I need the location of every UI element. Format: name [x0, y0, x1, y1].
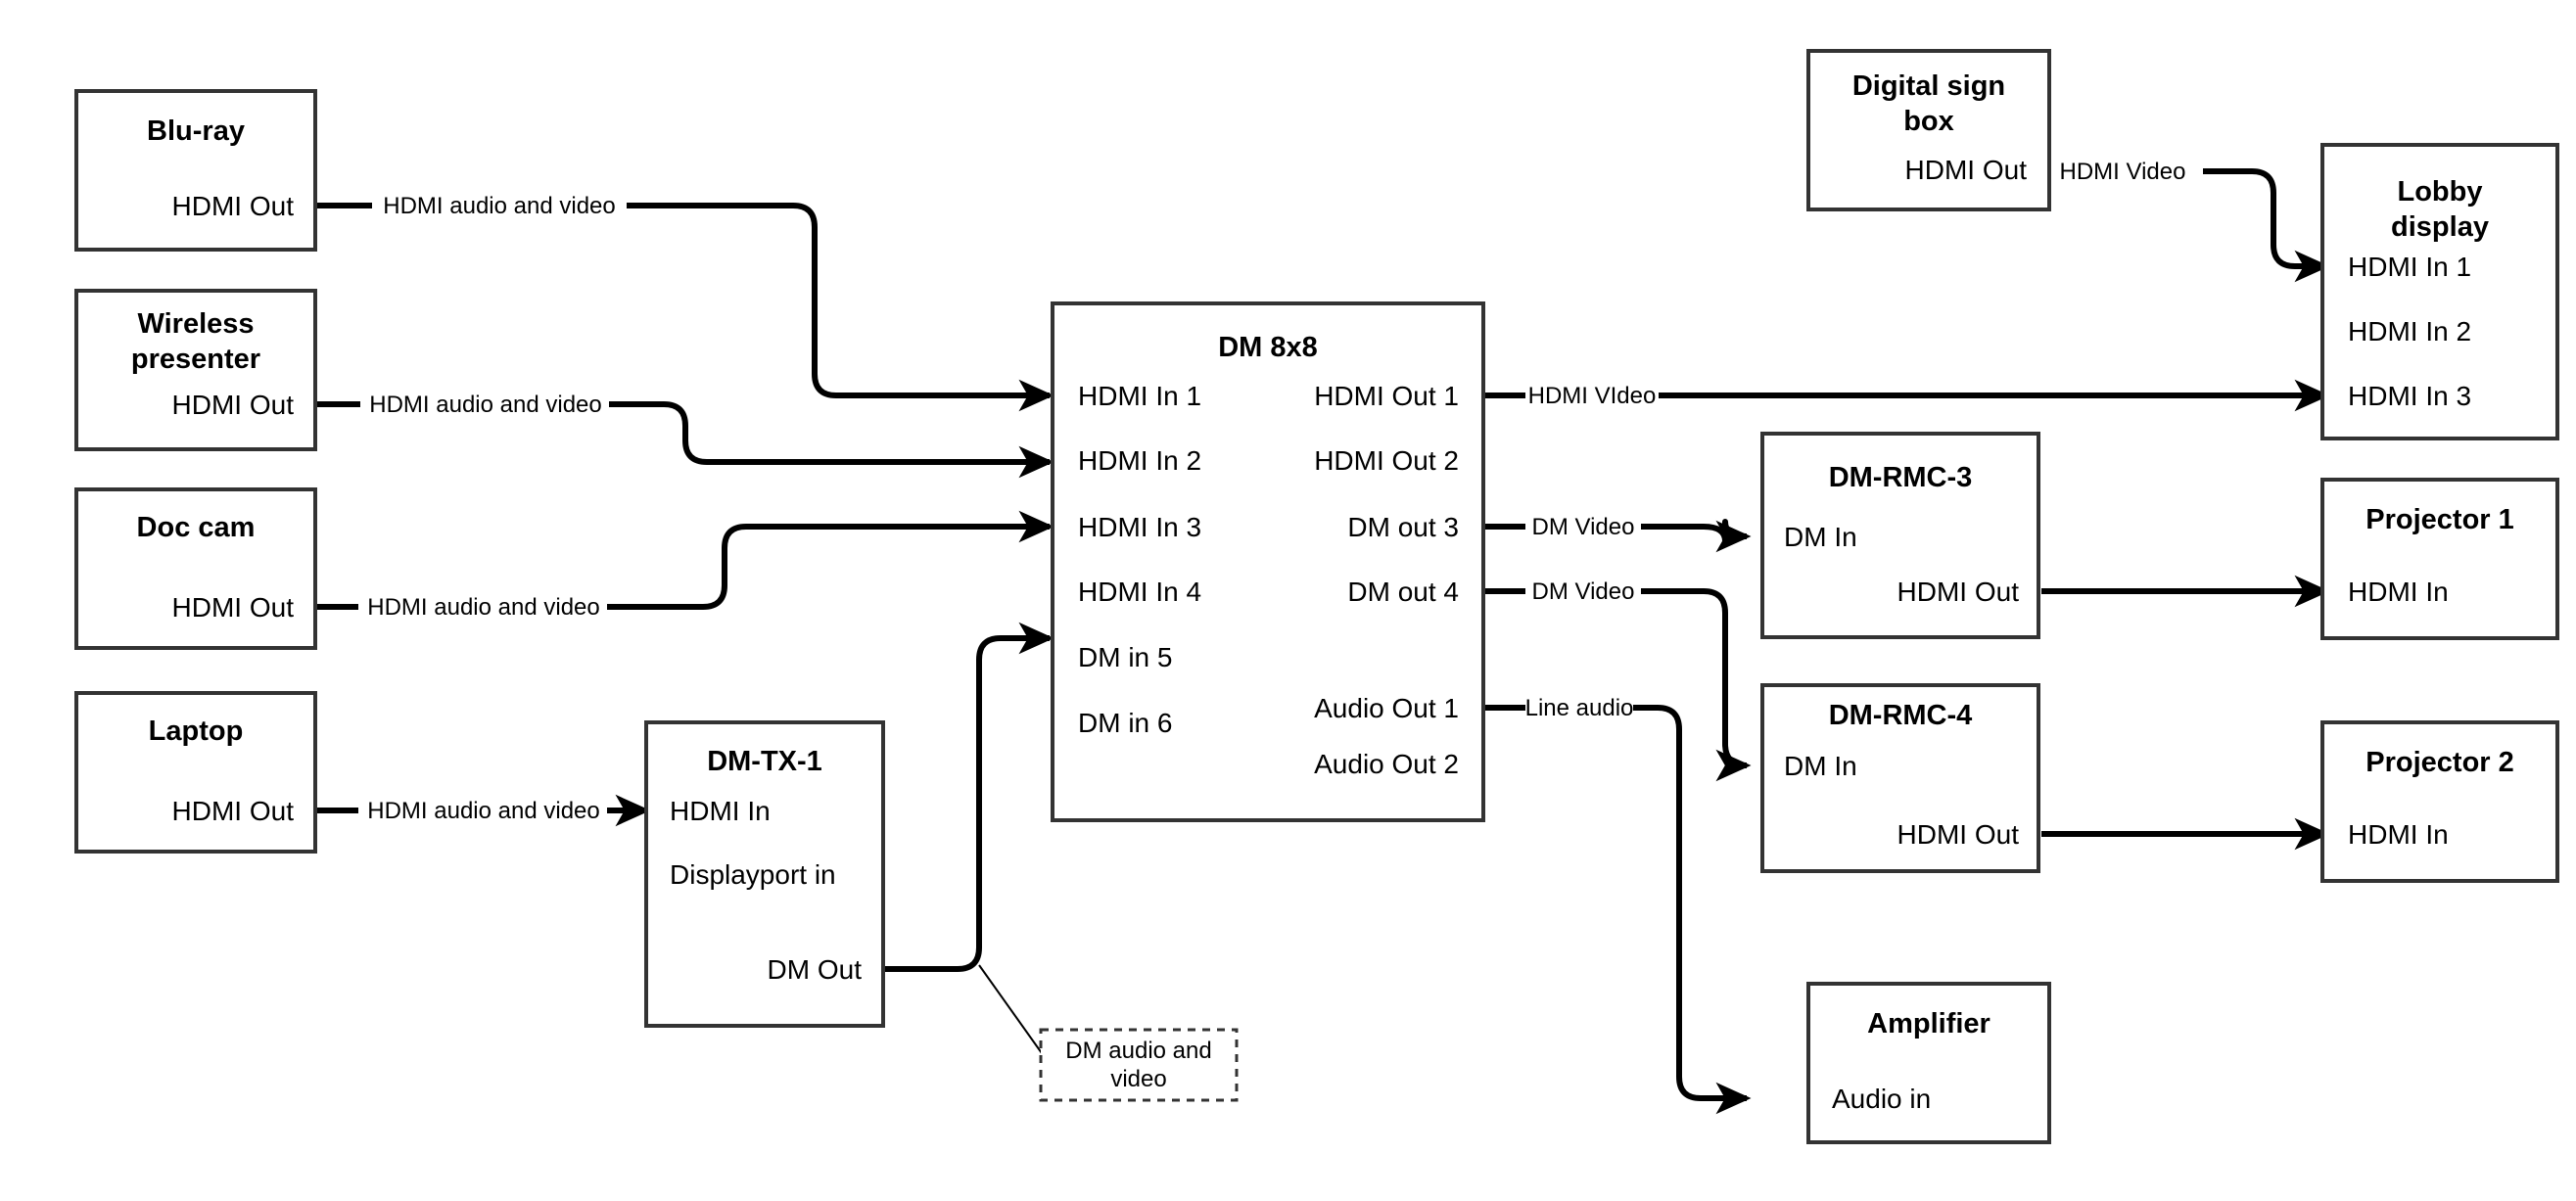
lobby-display-title-line2: display [2391, 211, 2489, 243]
wireless-presenter-port-hdmi-out: HDMI Out [172, 390, 295, 420]
wire-label-audio-out-1: Line audio [1525, 695, 1634, 721]
lobby-display-input-hdmi-in-1: HDMI In 1 [2348, 252, 2471, 282]
dm-8x8-title: DM 8x8 [1218, 332, 1318, 363]
wire-dmtx-to-dm-in5 [883, 622, 1054, 1054]
blu-ray-port-hdmi-out: HDMI Out [172, 191, 295, 221]
device-digital-sign-box[interactable]: Digital sign box HDMI Out [1806, 49, 2051, 211]
dm-8x8-output-audio-out-2: Audio Out 2 [1314, 749, 1459, 779]
wire-wireless-to-dm-in2: HDMI audio and video [315, 392, 1054, 479]
wire-dm-out1-to-lobby-in3: HDMI VIdeo [1483, 379, 2330, 412]
wire-label-hdmi-out-1: HDMI VIdeo [1528, 383, 1657, 409]
doc-cam-port-hdmi-out: HDMI Out [172, 592, 295, 623]
lobby-display-input-hdmi-in-2: HDMI In 2 [2348, 316, 2471, 346]
projector-2-port-hdmi-in: HDMI In [2348, 819, 2449, 850]
dm-8x8-input-dm-in-6: DM in 6 [1078, 708, 1172, 738]
lobby-display-title-line1: Lobby [2398, 176, 2483, 208]
digital-sign-box-title-line2: box [1903, 106, 1954, 137]
dm-rmc-4-port-hdmi-out: HDMI Out [1897, 819, 2020, 850]
digital-sign-box-port-hdmi-out: HDMI Out [1905, 155, 2028, 185]
wire-label-dm-out-4: DM Video [1532, 578, 1635, 605]
wire-sign-to-lobby-in1: HDMI Video [1969, 159, 2330, 283]
dm-8x8-output-dm-out-3: DM out 3 [1347, 512, 1459, 542]
dm-8x8-input-hdmi-in-1: HDMI In 1 [1078, 381, 1201, 411]
laptop-port-hdmi-out: HDMI Out [172, 796, 295, 826]
device-lobby-display[interactable]: Lobby display HDMI In 1 HDMI In 2 HDMI I… [2320, 143, 2559, 440]
wire-dm-out4-to-rmc4: DM Video [1483, 578, 1752, 782]
wire-label-dm-out-3: DM Video [1532, 514, 1635, 540]
blu-ray-title: Blu-ray [147, 115, 245, 147]
callout-line-2: video [1110, 1066, 1166, 1092]
projector-1-title: Projector 1 [2365, 504, 2514, 535]
digital-sign-box-title-line1: Digital sign [1852, 70, 2005, 102]
dm-rmc-3-port-dm-in: DM In [1784, 522, 1857, 552]
dm-8x8-output-hdmi-out-1: HDMI Out 1 [1314, 381, 1459, 411]
callout-dm-audio-and-video: DM audio and video [1039, 1028, 1239, 1102]
wire-label-bluray: HDMI audio and video [383, 193, 615, 219]
wire-bluray-to-dm-in1: HDMI audio and video [315, 193, 1054, 412]
device-dm-rmc-3[interactable]: DM-RMC-3 DM In HDMI Out [1760, 432, 2040, 639]
callout-line-1: DM audio and [1065, 1038, 1211, 1064]
wire-label-sign: HDMI Video [2060, 159, 2186, 185]
dm-8x8-input-hdmi-in-4: HDMI In 4 [1078, 577, 1201, 607]
dm-8x8-output-hdmi-out-2: HDMI Out 2 [1314, 445, 1459, 476]
wire-laptop-to-dmtx: HDMI audio and video [315, 794, 651, 827]
projector-1-port-hdmi-in: HDMI In [2348, 577, 2449, 607]
wireless-presenter-title-line2: presenter [131, 344, 260, 375]
wire-label-doccam: HDMI audio and video [367, 594, 599, 621]
dm-rmc-3-title: DM-RMC-3 [1829, 462, 1973, 493]
wireless-presenter-title-line1: Wireless [137, 308, 254, 340]
dm-8x8-output-dm-out-4: DM out 4 [1347, 577, 1459, 607]
dm-tx-1-port-hdmi-in: HDMI In [670, 796, 771, 826]
dm-8x8-input-dm-in-5: DM in 5 [1078, 642, 1172, 672]
device-doc-cam[interactable]: Doc cam HDMI Out [74, 487, 317, 650]
amplifier-port-audio-in: Audio in [1832, 1084, 1931, 1114]
device-laptop[interactable]: Laptop HDMI Out [74, 691, 317, 854]
device-projector-1[interactable]: Projector 1 HDMI In [2320, 478, 2559, 640]
wire-label-wireless: HDMI audio and video [369, 392, 601, 418]
device-projector-2[interactable]: Projector 2 HDMI In [2320, 720, 2559, 883]
device-dm-tx-1[interactable]: DM-TX-1 HDMI In Displayport in DM Out [644, 720, 885, 1028]
device-wireless-presenter[interactable]: Wireless presenter HDMI Out [74, 289, 317, 451]
projector-2-title: Projector 2 [2365, 747, 2514, 778]
wire-doccam-to-dm-in3: HDMI audio and video [315, 510, 1054, 621]
device-dm-8x8[interactable]: DM 8x8 HDMI In 1 HDMI In 2 HDMI In 3 HDM… [1051, 301, 1485, 822]
wire-audio-out1-to-amplifier: Line audio [1483, 695, 1752, 1115]
wire-label-laptop: HDMI audio and video [367, 798, 599, 824]
device-amplifier[interactable]: Amplifier Audio in [1806, 982, 2051, 1144]
device-dm-rmc-4[interactable]: DM-RMC-4 DM In HDMI Out [1760, 683, 2040, 873]
dm-tx-1-port-dm-out: DM Out [768, 954, 863, 985]
dm-8x8-input-hdmi-in-2: HDMI In 2 [1078, 445, 1201, 476]
laptop-title: Laptop [149, 716, 244, 747]
dm-rmc-4-title: DM-RMC-4 [1829, 700, 1973, 731]
wire-dm-out3-to-rmc3: DM Video [1483, 514, 1752, 553]
dm-rmc-3-port-hdmi-out: HDMI Out [1897, 577, 2020, 607]
dm-8x8-input-hdmi-in-3: HDMI In 3 [1078, 512, 1201, 542]
lobby-display-input-hdmi-in-3: HDMI In 3 [2348, 381, 2471, 411]
amplifier-title: Amplifier [1867, 1008, 1991, 1039]
dm-rmc-4-port-dm-in: DM In [1784, 751, 1857, 781]
doc-cam-title: Doc cam [137, 512, 256, 543]
dm-tx-1-port-displayport-in: Displayport in [670, 859, 836, 890]
dm-tx-1-title: DM-TX-1 [707, 746, 822, 777]
device-blu-ray[interactable]: Blu-ray HDMI Out [74, 89, 317, 252]
dm-8x8-output-audio-out-1: Audio Out 1 [1314, 693, 1459, 723]
